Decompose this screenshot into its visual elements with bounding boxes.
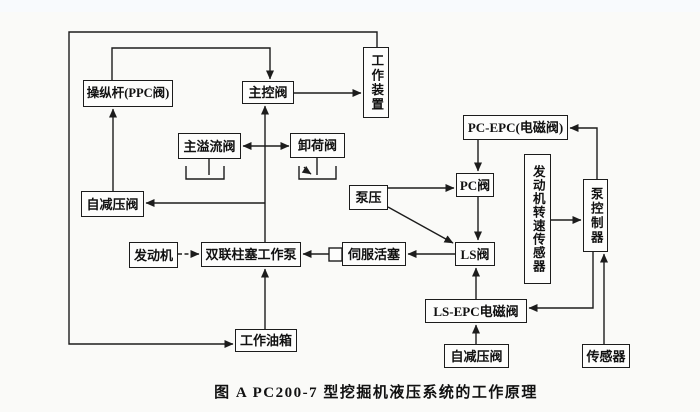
node-label: 发动机转速传感器 <box>530 165 545 273</box>
node-label: 工作油箱 <box>239 333 292 348</box>
node-lever-ppc-valve: 操纵杆(PPC阀) <box>83 80 173 107</box>
page-top-margin <box>0 0 700 12</box>
node-pc-valve: PC阀 <box>456 173 494 197</box>
node-tandem-piston-pump: 双联柱塞工作泵 <box>201 242 301 267</box>
node-label: 自减压阀 <box>86 196 139 212</box>
node-ls-valve: LS阀 <box>455 242 495 266</box>
node-label: 传感器 <box>586 348 626 364</box>
node-unloading-valve: 卸荷阀 <box>290 133 345 158</box>
node-label: 泵压 <box>355 190 382 205</box>
node-sensor: 传感器 <box>582 344 630 368</box>
node-work-oil-tank: 工作油箱 <box>235 329 297 352</box>
tank-icon <box>185 159 225 180</box>
node-label: LS-EPC电磁阀 <box>433 303 519 319</box>
tank-icon <box>298 158 337 180</box>
node-label: 双联柱塞工作泵 <box>205 247 297 262</box>
figure-caption: 图 A PC200-7 型挖掘机液压系统的工作原理 <box>214 385 538 401</box>
node-main-relief-valve: 主溢流阀 <box>178 133 241 159</box>
node-servo-piston: 伺服活塞 <box>342 242 406 266</box>
node-label: 泵控制器 <box>588 186 603 245</box>
node-pump-pressure: 泵压 <box>349 185 388 210</box>
node-label: PC-EPC(电磁阀) <box>467 120 564 135</box>
node-label: LS阀 <box>460 246 490 262</box>
node-engine-speed-sensor: 发动机转速传感器 <box>524 154 551 284</box>
node-engine: 发动机 <box>129 242 178 268</box>
node-work-device: 工作装置 <box>363 47 389 118</box>
node-label: PC阀 <box>459 177 491 193</box>
node-main-control-valve: 主控阀 <box>242 81 294 104</box>
node-pc-epc-valve: PC-EPC(电磁阀) <box>463 115 568 140</box>
node-pump-controller: 泵控制器 <box>583 179 608 252</box>
node-label: 发动机 <box>133 247 173 263</box>
node-label: 主溢流阀 <box>183 138 236 154</box>
signal-lines <box>68 31 608 348</box>
node-label: 卸荷阀 <box>297 138 337 153</box>
node-label: 自减压阀 <box>450 348 503 364</box>
node-label: 工作装置 <box>369 53 384 112</box>
node-ls-epc-valve: LS-EPC电磁阀 <box>425 299 527 323</box>
piston-connector-icon <box>328 247 343 262</box>
node-label: 操纵杆(PPC阀) <box>86 86 170 101</box>
node-label: 伺服活塞 <box>347 246 400 262</box>
node-self-reducing-valve-left: 自减压阀 <box>81 191 144 217</box>
node-label: 主控阀 <box>248 85 288 100</box>
node-self-reducing-valve-right: 自减压阀 <box>444 344 509 368</box>
